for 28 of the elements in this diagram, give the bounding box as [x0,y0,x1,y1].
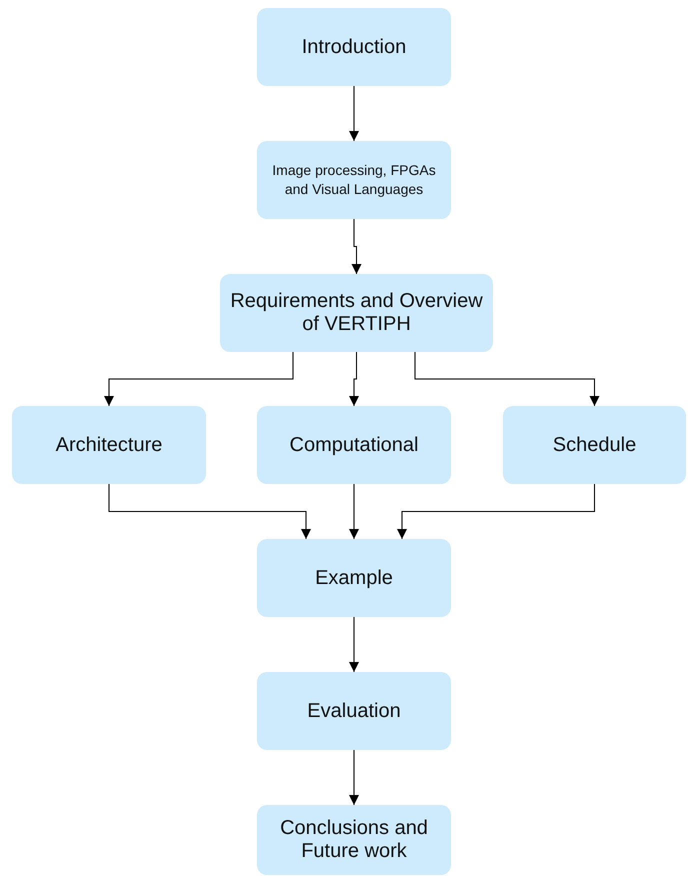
process-box [257,406,451,484]
box-label: Evaluation [307,700,401,722]
process-box [220,274,493,352]
box-label: Architecture [56,434,162,456]
box-label: Example [315,566,393,590]
arrow [349,750,359,806]
arrow [349,616,359,672]
process-box [257,141,451,219]
arrow [104,352,294,406]
box-label: Schedule [552,434,636,456]
process-box [257,8,451,86]
process-box [12,406,206,484]
arrow [108,484,311,540]
arrow [349,352,359,406]
arrow [349,86,359,142]
process-box [257,805,451,875]
arrow [349,484,359,540]
box-label: Requirements and Overview of VERTIPH [229,290,484,336]
box-label: Image processing, FPGAs and Visual Languages [271,161,437,199]
box-label: Introduction [302,36,406,58]
process-box [503,406,686,484]
process-box [257,539,451,617]
arrow [352,218,362,274]
arrow [414,352,600,406]
box-label: Computational [290,434,418,456]
arrow [397,484,595,540]
box-label: Conclusions and Future work [279,817,429,863]
process-box [257,672,451,750]
